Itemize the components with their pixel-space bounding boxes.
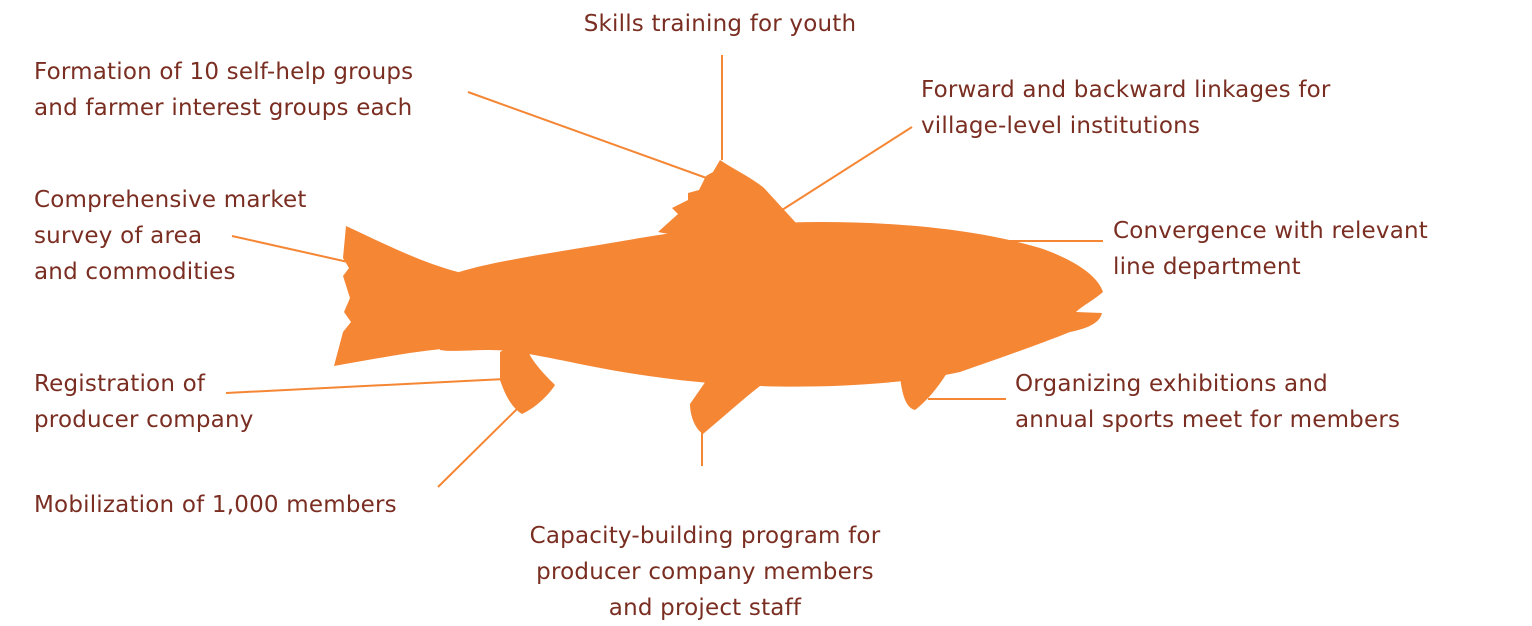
connector-market: [231, 235, 349, 263]
label-group-formation: Formation of 10 self-help groups and far…: [34, 54, 413, 126]
label-linkages: Forward and backward linkages for villag…: [921, 72, 1331, 144]
fish-diagram: [225, 55, 1103, 488]
connector-formation: [467, 91, 713, 181]
label-exhibitions: Organizing exhibitions and annual sports…: [1015, 366, 1400, 438]
label-line: producer company members: [536, 559, 874, 585]
label-line: Comprehensive market: [34, 187, 307, 213]
label-convergence: Convergence with relevant line departmen…: [1113, 213, 1428, 285]
label-line: and project staff: [608, 595, 802, 621]
fish-dorsal-fin: [658, 160, 808, 240]
label-line: Convergence with relevant: [1113, 218, 1429, 244]
label-line: survey of area: [34, 223, 203, 249]
label-line: line department: [1113, 254, 1301, 280]
label-mobilization: Mobilization of 1,000 members: [34, 487, 397, 523]
label-line: Forward and backward linkages for: [921, 77, 1331, 103]
label-capacity-building: Capacity-building program for producer c…: [0, 518, 1410, 626]
label-line: and commodities: [34, 259, 236, 285]
label-line: village-level institutions: [921, 113, 1201, 139]
fish-tail: [334, 226, 458, 366]
label-line: Capacity-building program for: [529, 523, 881, 549]
label-line: and farmer interest groups each: [34, 95, 413, 121]
fish-lower-fin: [900, 368, 950, 410]
label-line: Organizing exhibitions and: [1015, 371, 1328, 397]
label-market-survey: Comprehensive market survey of area and …: [34, 182, 307, 290]
label-line: producer company: [34, 407, 254, 433]
label-line: Mobilization of 1,000 members: [34, 492, 397, 518]
connector-mobilization: [437, 405, 521, 488]
label-skills-training: Skills training for youth: [0, 6, 1440, 42]
connector-forward: [781, 126, 913, 211]
fish-body: [440, 222, 1103, 387]
label-line: Registration of: [34, 371, 206, 397]
connector-registration: [225, 378, 506, 394]
fish-pelvic-fin: [500, 345, 555, 414]
fish-silhouette: [334, 160, 1103, 434]
label-line: Formation of 10 self-help groups: [34, 59, 414, 85]
fish-anal-fin: [690, 378, 760, 434]
label-line: Skills training for youth: [583, 11, 857, 37]
label-line: annual sports meet for members: [1015, 407, 1401, 433]
label-registration: Registration of producer company: [34, 366, 254, 438]
